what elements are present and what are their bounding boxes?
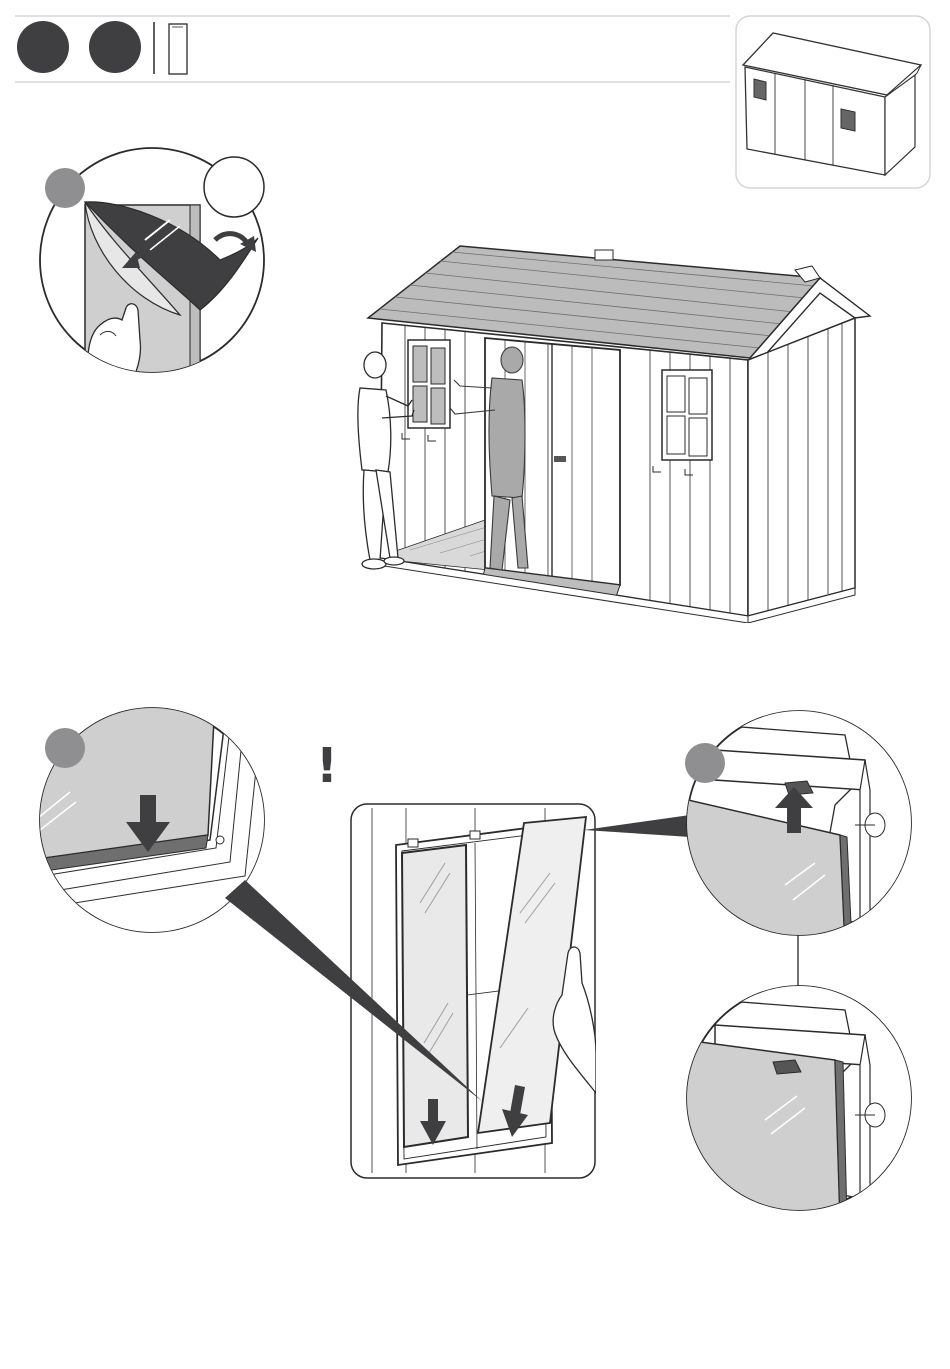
shed-overview-thumbnail	[735, 15, 931, 189]
right-window	[662, 370, 712, 460]
step-circle-2	[89, 21, 141, 73]
callout-badge-3	[685, 743, 725, 783]
shed-assembly-illustration	[350, 238, 875, 623]
detail-peel-film	[30, 140, 280, 385]
callout-pointer-left	[225, 880, 485, 1105]
detail-clip-top-lifted	[675, 705, 925, 945]
left-window	[408, 340, 450, 428]
step-circle-1	[17, 21, 69, 73]
panel-part-icon	[169, 24, 187, 74]
callout-badge-2	[45, 728, 85, 768]
warning-symbol: !	[316, 742, 338, 790]
callout-badge-1	[45, 168, 85, 208]
callout-empty-circle	[204, 157, 264, 217]
detail-clip-top-locked	[675, 980, 925, 1220]
